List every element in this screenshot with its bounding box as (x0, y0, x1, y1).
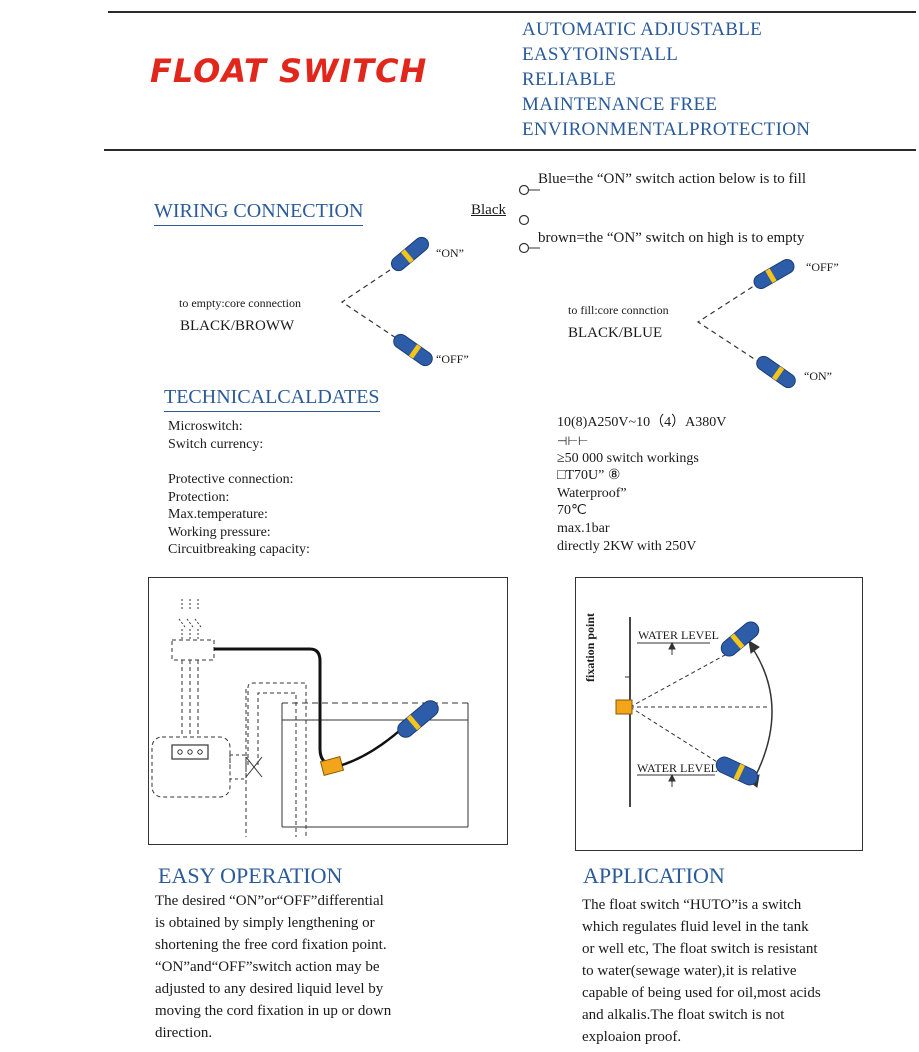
right-off-label: “OFF” (806, 260, 839, 274)
spec-label: Protection: (168, 489, 230, 505)
header-rule (104, 149, 916, 151)
feature-item: ENVIRONMENTALPROTECTION (522, 119, 811, 140)
right-float-diagram (696, 259, 796, 389)
spec-label: Working pressure: (168, 524, 271, 540)
left-caption: to empty:core connection (179, 296, 301, 310)
spec-label: Protective connection: (168, 472, 294, 487)
feature-item: MAINTENANCE FREE (522, 94, 718, 115)
text-line: and alkalis.The float switch is not (582, 1007, 785, 1023)
page-title: FLOAT SWITCH (150, 52, 428, 90)
water-level-top-label: WATER LEVEL (638, 628, 719, 642)
installation-diagram (151, 599, 469, 837)
text-line: is obtained by simply lengthening or (155, 915, 375, 931)
spec-value: 10(8)A250V~10（4）A380V (557, 415, 727, 430)
spec-label: Circuitbreaking capacity: (168, 542, 310, 558)
spec-labels-top: Microswitch: Switch currency: (168, 418, 263, 453)
text-line: to water(sewage water),it is relative (582, 963, 797, 979)
feature-item: EASYTOINSTALL (522, 44, 679, 65)
wiring-heading: WIRING CONNECTION (154, 200, 364, 226)
spec-value-symbol: ⊣⊢⊢ (557, 433, 589, 448)
left-float-diagram (340, 236, 433, 367)
blue-wire-line: Blue=the “ON” switch action below is to … (538, 171, 806, 187)
application-text: The float switch “HUTO”is a switch which… (582, 894, 872, 1048)
spec-value: ≥50 000 switch workings (557, 450, 699, 466)
spec-value: □T70U” (557, 468, 605, 484)
brown-wire-line: brown=the “ON” switch on high is to empt… (538, 230, 805, 246)
text-line: capable of being used for oil,most acids (582, 985, 821, 1001)
spec-label: Microswitch: (168, 419, 243, 434)
spec-labels-bottom: Protective connection: Protection: Max.t… (168, 471, 310, 559)
spec-label: Switch currency: (168, 436, 264, 452)
spec-value: directly 2KW with 250V (557, 538, 697, 554)
water-level-bottom-label: WATER LEVEL (637, 761, 718, 775)
right-core: BLACK/BLUE (568, 325, 663, 341)
left-off-label: “OFF” (436, 352, 469, 366)
right-caption: to fill:core connction (568, 303, 669, 317)
text-line: or well etc, The float switch is resista… (582, 941, 818, 957)
text-line: The desired “ON”or“OFF”differential (155, 893, 384, 909)
spec-value-mark: ⑧ (607, 468, 621, 484)
application-heading: APPLICATION (583, 863, 725, 888)
spec-value: max.1bar (557, 520, 610, 536)
text-line: moving the cord fixation in up or down (155, 1003, 392, 1019)
application-diagram-frame (575, 577, 863, 851)
spec-value: Waterproof” (557, 485, 627, 501)
easy-operation-heading: EASY OPERATION (158, 863, 343, 888)
wire-terminals (518, 184, 540, 254)
spec-label: Max.temperature: (168, 507, 268, 523)
installation-diagram-frame (148, 577, 508, 845)
feature-item: AUTOMATIC ADJUSTABLE (522, 19, 763, 40)
spec-value-row: □T70U” ⑧ (557, 467, 726, 485)
text-line: direction. (155, 1025, 213, 1041)
text-line: which regulates fluid level in the tank (582, 919, 809, 935)
spec-values: 10(8)A250V~10（4）A380V ⊣⊢⊢ ≥50 000 switch… (557, 414, 726, 555)
black-wire-label: Black (471, 202, 506, 218)
right-on-label: “ON” (804, 369, 832, 383)
feature-list: AUTOMATIC ADJUSTABLE EASYTOINSTALL RELIA… (522, 17, 810, 142)
application-diagram (615, 617, 773, 807)
feature-item: RELIABLE (522, 69, 617, 90)
technical-heading: TECHNICALCALDATES (164, 386, 380, 412)
text-line: The float switch “HUTO”is a switch (582, 897, 802, 913)
text-line: shortening the free cord fixation point. (155, 937, 387, 953)
top-rule (108, 11, 916, 13)
spec-value: 70℃ (557, 503, 587, 519)
text-line: adjusted to any desired liquid level by (155, 981, 384, 997)
fixation-point-label: fixation point (583, 612, 597, 682)
left-on-label: “ON” (436, 246, 464, 260)
easy-operation-text: The desired “ON”or“OFF”differential is o… (155, 890, 433, 1044)
text-line: exploaion proof. (582, 1029, 682, 1045)
text-line: “ON”and“OFF”switch action may be (155, 959, 380, 975)
left-core: BLACK/BROWW (180, 318, 295, 334)
